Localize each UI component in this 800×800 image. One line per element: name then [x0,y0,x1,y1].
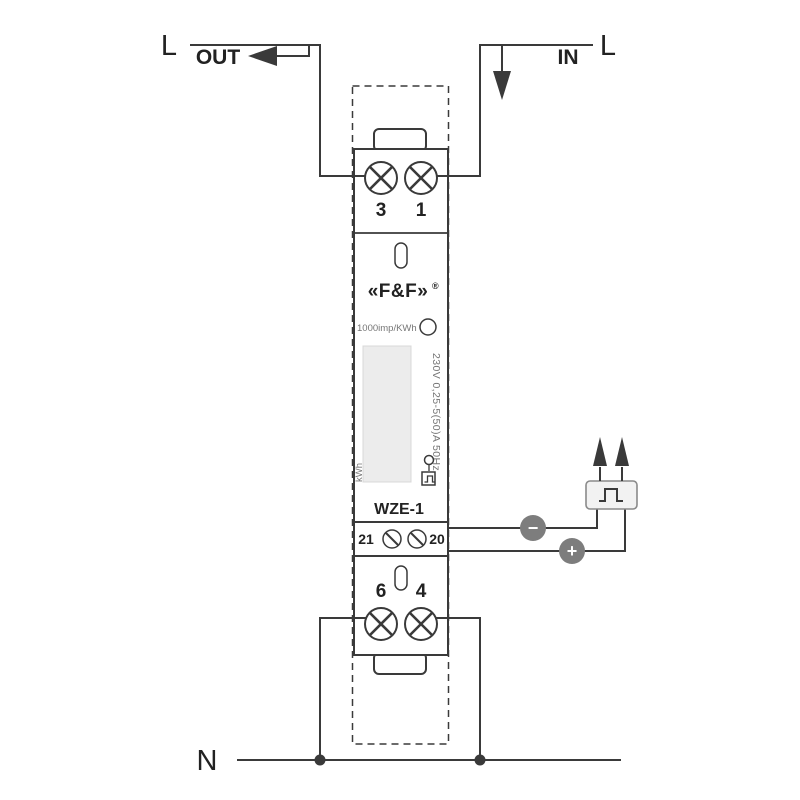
ratings-label: 230V 0,25-5(50)A 50Hz [430,353,442,471]
junction-dot-left [314,754,326,766]
pulse-waveform-icon [599,488,623,502]
junction-dot-right [474,754,486,766]
wire-pulse-minus [447,509,598,529]
meter-bottom-clip [373,652,427,675]
terminal-6-label: 6 [376,581,387,602]
terminal-21-slot [385,532,399,546]
wire-in [421,44,593,177]
bottom-terminal-block: 6 4 [364,565,438,641]
terminal-4-label: 4 [416,581,427,602]
terminal-21-label: 21 [358,531,374,547]
terminal-3-label: 3 [376,200,387,221]
phase-label-right: L [600,30,616,62]
brand-registered-mark: ® [432,281,439,291]
top-terminal-block: 3 1 [364,161,438,269]
in-label: IN [558,46,579,69]
brand-logo: «F&F» [368,281,429,302]
phase-wiring-in: L IN [421,30,616,177]
terminal-3-slot [368,165,394,191]
in-arrow-icon [493,71,511,100]
wire-neutral-left [319,617,381,760]
pulse-rate-label: 1000imp/KWh [357,323,417,334]
output-symbol-circle [423,454,435,466]
up-arrow-icon [593,437,607,466]
terminal-20-slot [410,532,424,546]
wire-pulse-plus [447,509,626,552]
pulse-output-symbol-glyph [424,475,436,483]
meter-top-clip [373,128,427,152]
led-indicator [419,318,437,336]
top-slot [394,242,408,269]
plus-node [559,538,585,564]
terminal-6-slot [368,611,394,637]
up-arrow-icon [615,437,629,466]
model-label: WZE-1 [374,501,424,518]
out-arrow-icon [248,46,277,66]
minus-node [520,515,546,541]
terminal-20-label: 20 [429,531,445,547]
phase-label-left: L [161,30,177,62]
pulse-output-wiring: − + [447,437,638,564]
kwh-unit-label: kWh [354,463,365,482]
wire-out-arrow-stub [277,45,310,57]
meter-front-face: «F&F» ® 1000imp/KWh 230V 0,25-5(50)A 50H… [354,281,442,518]
terminal-4-slot [408,611,434,637]
neutral-wiring: N [197,617,621,777]
out-label: OUT [196,46,241,69]
terminal-1-label: 1 [416,200,427,221]
pulse-terminal-strip: 21 20 [353,521,449,557]
phase-wiring-out: L OUT [161,30,381,177]
pulse-receiver-device [585,480,638,510]
minus-sign: − [528,518,539,538]
wire-neutral-right [421,617,481,760]
wire-out [190,44,381,177]
terminal-1-slot [408,165,434,191]
bottom-slot [394,565,408,591]
plus-sign: + [567,541,578,561]
lcd-display [362,345,412,483]
neutral-label: N [197,745,218,777]
